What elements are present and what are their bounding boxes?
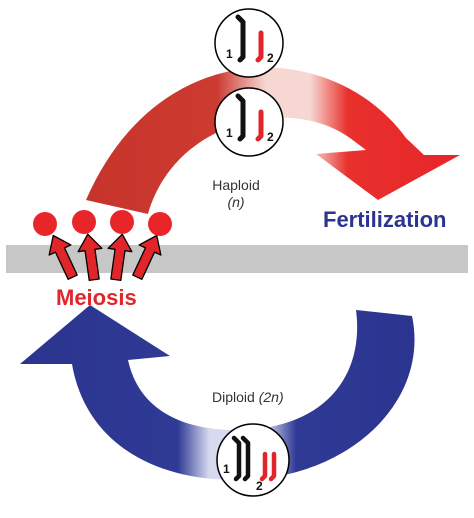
- diploid-label: Diploid (2n): [212, 389, 284, 405]
- diploid-text: Diploid: [212, 389, 255, 405]
- chromosome-number-1: 1: [223, 462, 230, 476]
- haploid-arc-arrow: [86, 67, 460, 214]
- meiosis-arrow-3: [107, 233, 133, 282]
- chromosome-number-2: 2: [267, 130, 274, 144]
- meiosis-arrow-1: [48, 234, 78, 280]
- membrane-band: [6, 245, 468, 273]
- gamete-circle-top: 1 2: [214, 8, 284, 78]
- chromosome-1b-zygote: [240, 435, 251, 482]
- gamete-2: [72, 210, 96, 234]
- zygote-circle: 1 2: [216, 423, 290, 497]
- chromosome-2b-zygote: [268, 451, 277, 482]
- gamete-circle-bottom: 1 2: [214, 87, 284, 157]
- chromosome-number-2: 2: [256, 479, 263, 493]
- chromosome-1a-zygote: [231, 435, 242, 482]
- gamete-1: [33, 212, 57, 236]
- chromosome-number-1: 1: [226, 126, 233, 140]
- chromosome-1-middle: [235, 93, 246, 142]
- haploid-label: Haploid: [212, 177, 260, 193]
- diploid-ploidy-label: (2n): [258, 389, 284, 405]
- gamete-3: [110, 210, 134, 234]
- gamete-4: [148, 212, 172, 236]
- haploid-ploidy-label: (n): [227, 194, 245, 210]
- chromosome-2-middle: [255, 109, 264, 142]
- meiosis-arrow-2: [77, 233, 103, 282]
- chromosome-2-top: [255, 30, 264, 63]
- gametes: [33, 210, 172, 236]
- chromosome-number-2: 2: [267, 51, 274, 65]
- meiosis-arrows: [48, 233, 162, 282]
- chromosome-1-top: [235, 14, 246, 63]
- meiosis-arrow-4: [132, 234, 162, 280]
- chromosome-2a-zygote: [259, 451, 268, 482]
- fertilization-label: Fertilization: [323, 207, 447, 232]
- chromosome-number-1: 1: [226, 47, 233, 61]
- diploid-arc-arrow: [20, 305, 415, 480]
- meiosis-label: Meiosis: [56, 285, 137, 310]
